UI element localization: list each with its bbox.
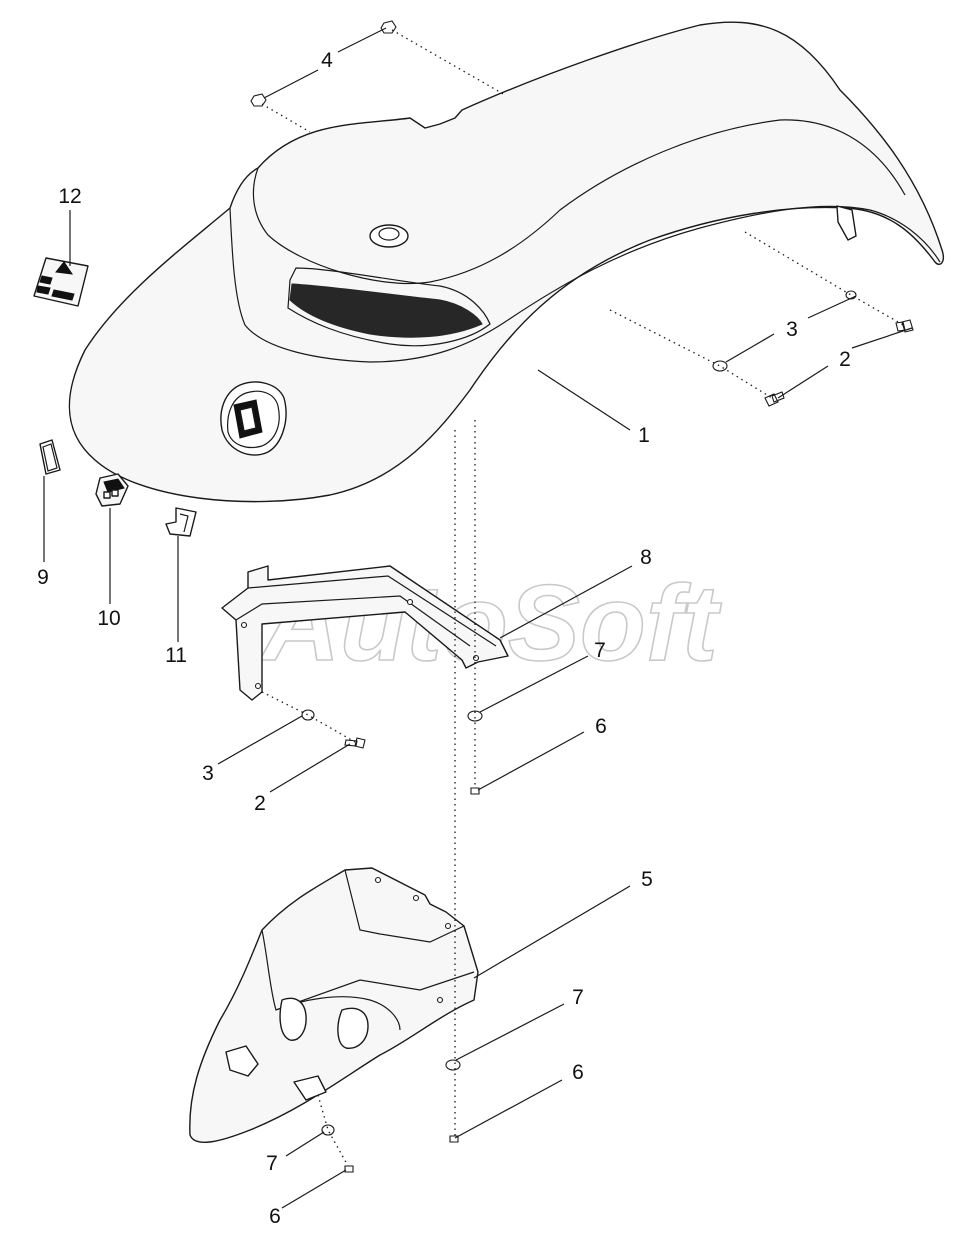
fender-switch-housing-inner bbox=[227, 390, 280, 449]
fender-crown-edge bbox=[252, 119, 906, 285]
fender-switch-window bbox=[239, 406, 257, 432]
callout-2: 2 bbox=[839, 348, 851, 371]
splash-guard-inner-edge bbox=[261, 929, 475, 1011]
bracket-hole bbox=[254, 682, 262, 690]
washer-part-7 bbox=[445, 1059, 461, 1071]
splash-guard-hole bbox=[444, 922, 452, 930]
callout-7: 7 bbox=[572, 986, 584, 1009]
splash-guard-part-5 bbox=[189, 867, 479, 1143]
bolt-part-2 bbox=[344, 737, 366, 749]
fender-inner-edge bbox=[229, 205, 941, 363]
mounting-bracket-part-8 bbox=[221, 565, 509, 701]
assembly-lines bbox=[261, 29, 906, 1167]
callout-10: 10 bbox=[97, 607, 120, 630]
screw-part-6 bbox=[470, 787, 480, 795]
callout-2: 2 bbox=[254, 792, 266, 815]
fender-part-1 bbox=[68, 21, 944, 503]
washer-part-3 bbox=[712, 360, 728, 372]
splash-guard-hole bbox=[436, 996, 444, 1004]
splash-guard-tab bbox=[225, 1045, 259, 1077]
splash-guard-pocket bbox=[337, 1007, 369, 1049]
splash-guard-top-edge bbox=[344, 869, 465, 943]
callout-8: 8 bbox=[640, 546, 652, 569]
washer-part-7 bbox=[467, 710, 483, 722]
callout-9: 9 bbox=[37, 566, 49, 589]
fender-grommet bbox=[369, 224, 409, 248]
bracket-flange-line bbox=[235, 595, 471, 647]
bracket-hole bbox=[472, 654, 480, 662]
splash-guard-hole bbox=[374, 876, 382, 884]
warning-decal-part-12 bbox=[33, 257, 89, 307]
callout-1: 1 bbox=[638, 424, 650, 447]
callout-3: 3 bbox=[786, 318, 798, 341]
screw-part-6 bbox=[344, 1165, 354, 1173]
splash-guard-body bbox=[189, 867, 479, 1143]
washer-part-3 bbox=[301, 709, 315, 721]
switch-part-10 bbox=[95, 473, 129, 507]
callout-labels: 1 2 2 3 3 4 5 6 6 6 7 7 7 8 9 10 11 12 bbox=[37, 49, 851, 1228]
fender-light-recess-shadow bbox=[289, 283, 483, 338]
callout-7: 7 bbox=[594, 639, 606, 662]
nut-part-4 bbox=[380, 20, 397, 34]
bracket-body bbox=[221, 565, 509, 701]
splash-guard-hole bbox=[412, 894, 420, 902]
callout-6: 6 bbox=[595, 715, 607, 738]
leader-lines bbox=[43, 27, 913, 1209]
callout-7: 7 bbox=[266, 1152, 278, 1175]
bracket-hole bbox=[240, 621, 248, 629]
callout-6: 6 bbox=[572, 1061, 584, 1084]
nut-part-4 bbox=[250, 93, 267, 107]
callout-3: 3 bbox=[202, 762, 214, 785]
bolt-part-2 bbox=[764, 391, 785, 407]
callout-11: 11 bbox=[165, 644, 187, 667]
callout-4: 4 bbox=[321, 49, 333, 72]
splash-guard-tab bbox=[293, 1075, 327, 1101]
fender-rear-bracket bbox=[836, 205, 857, 241]
splash-guard-pocket bbox=[279, 997, 307, 1041]
fender-body bbox=[68, 21, 944, 503]
fender-light-recess bbox=[287, 267, 491, 347]
bracket-fold-line bbox=[247, 575, 497, 647]
bracket-hole bbox=[406, 598, 414, 606]
clip-part-11 bbox=[165, 507, 197, 537]
callout-5: 5 bbox=[641, 868, 653, 891]
callout-12: 12 bbox=[58, 185, 81, 208]
fender-grommet-inner bbox=[378, 227, 400, 241]
reflector-part-9 bbox=[39, 439, 61, 475]
callout-6: 6 bbox=[269, 1205, 281, 1228]
washer-part-7 bbox=[321, 1124, 335, 1136]
